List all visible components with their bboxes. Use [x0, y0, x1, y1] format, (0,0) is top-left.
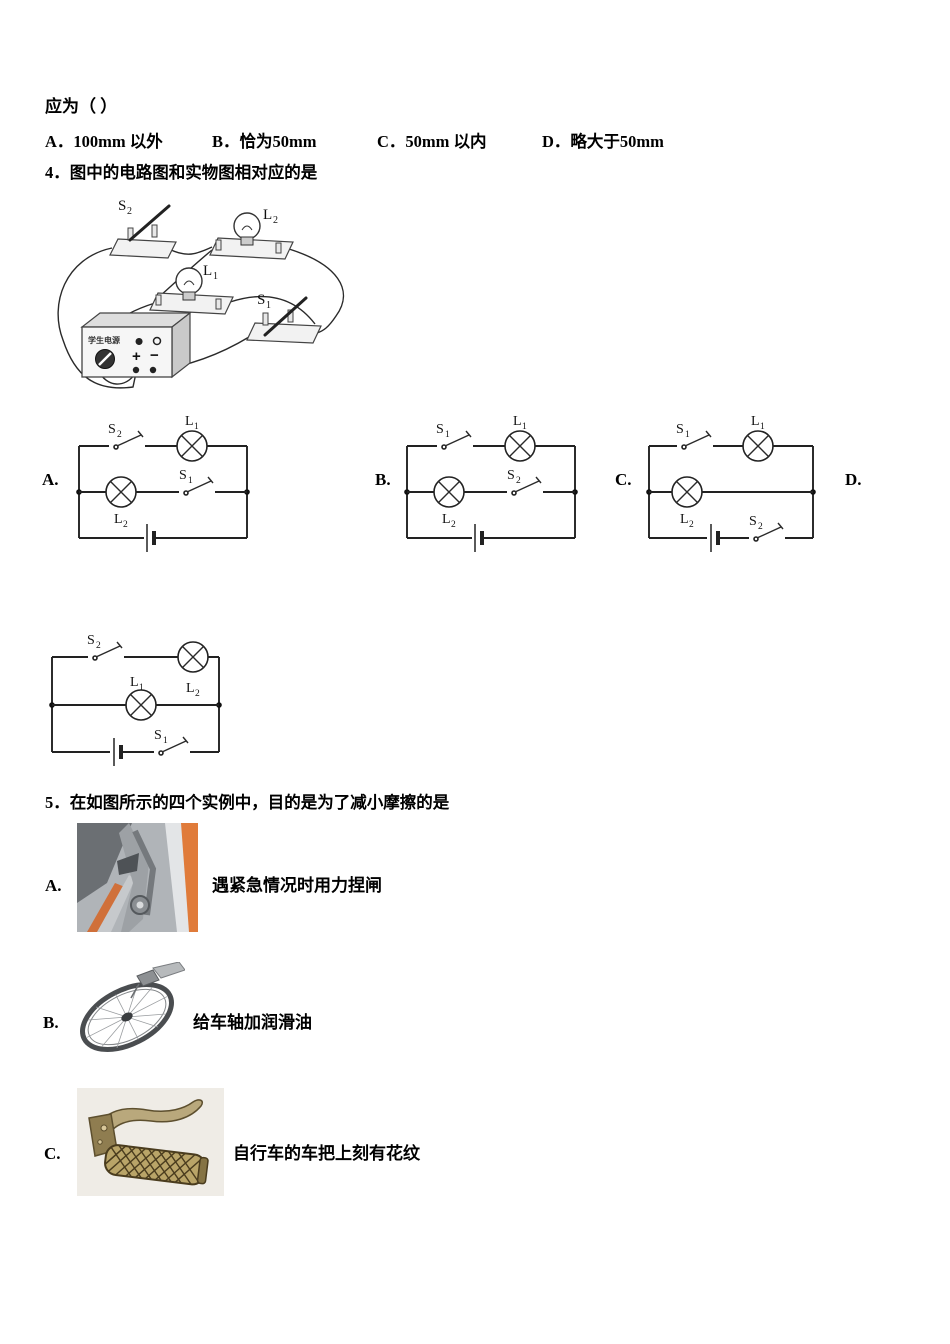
knife-switch-s1: S 1 — [246, 292, 322, 344]
a-top-lamp-sub: 1 — [194, 422, 199, 432]
b-top-lamp-sub: 1 — [522, 422, 527, 432]
circuit-diagram-d: S 2 L 2 L 1 S 1 — [49, 633, 222, 766]
q3-option-c: C．50mm 以内 — [377, 132, 487, 151]
a-mid-lamp-sub: 2 — [123, 520, 128, 530]
ac-icon — [152, 336, 162, 346]
d-bottom-switch-sub: 1 — [163, 736, 168, 746]
d-mid-lamp-sub: 1 — [139, 683, 144, 693]
q4-option-key-a: A. — [42, 470, 59, 489]
s1-label-sub: 1 — [266, 300, 271, 311]
question-lead-text: 应为（ ） — [45, 97, 118, 116]
l1-label-sub: 1 — [213, 271, 218, 282]
q4-option-key-b: B. — [375, 470, 391, 489]
d-top-lamp-main: L — [186, 681, 195, 696]
q3-option-d: D．略大于50mm — [542, 132, 664, 151]
terminal-post — [149, 366, 157, 374]
q4-option-key-c: C. — [615, 470, 632, 489]
s2-label-sub: 2 — [127, 206, 132, 217]
l2-label-main: L — [263, 207, 272, 223]
q5-option-key-b: B. — [43, 1013, 59, 1032]
minus-terminal-label: − — [150, 347, 159, 364]
q5-option-key-a: A. — [45, 876, 62, 895]
q5-title: 5．在如图所示的四个实例中，目的是为了减小摩擦的是 — [45, 793, 450, 812]
a-top-lamp-main: L — [185, 414, 194, 429]
b-mid-lamp-main: L — [442, 512, 451, 527]
student-power-supply: 学生电源 + − — [80, 311, 192, 379]
c-top-switch-sub: 1 — [685, 430, 690, 440]
b-top-switch-sub: 1 — [445, 430, 450, 440]
b-mid-switch-main: S — [507, 468, 515, 483]
bicycle-brake-photo — [77, 823, 198, 932]
lamp-l2: L 2 — [209, 207, 294, 260]
c-top-switch-main: S — [676, 422, 684, 437]
q5-option-key-c: C. — [44, 1144, 61, 1163]
d-top-lamp-sub: 2 — [195, 689, 200, 699]
q5-caption-c: 自行车的车把上刻有花纹 — [233, 1144, 420, 1163]
circuit-diagram-b: S 1 L 1 L 2 S 2 — [404, 414, 578, 552]
d-bottom-switch-main: S — [154, 728, 162, 743]
wire — [57, 247, 137, 389]
circuit-diagram-c: S 1 L 1 L 2 S 2 — [646, 414, 816, 552]
wheel-oiling-photo — [80, 962, 185, 1052]
a-top-switch-sub: 2 — [117, 430, 122, 440]
c-mid-lamp-sub: 2 — [689, 520, 694, 530]
c-mid-lamp-main: L — [680, 512, 689, 527]
q5-caption-b: 给车轴加润滑油 — [193, 1013, 312, 1032]
s1-label-main: S — [257, 292, 265, 308]
brake-lever — [94, 1099, 204, 1140]
power-supply-label: 学生电源 — [88, 335, 120, 345]
q3-option-b: B．恰为50mm — [212, 132, 317, 151]
d-top-switch-main: S — [87, 633, 95, 648]
oil-can-and-hand — [130, 962, 185, 999]
l1-label-main: L — [203, 263, 212, 279]
circuit-diagram-a: S 2 L 1 L 2 S 1 — [76, 414, 250, 552]
lamp-l1: L 1 — [149, 263, 234, 315]
q5-caption-a: 遇紧急情况时用力捏闸 — [212, 876, 382, 895]
q3-option-a: A．100mm 以外 — [45, 132, 163, 151]
q4-option-key-d: D. — [845, 470, 862, 489]
b-top-lamp-main: L — [513, 414, 522, 429]
wire — [288, 248, 345, 334]
dc-icon — [135, 338, 143, 345]
b-top-switch-main: S — [436, 422, 444, 437]
a-top-switch-main: S — [108, 422, 116, 437]
c-bottom-switch-main: S — [749, 514, 757, 529]
a-mid-lamp-main: L — [114, 512, 123, 527]
wire — [229, 295, 316, 325]
s2-label-main: S — [118, 198, 126, 214]
handlebar-grip-photo — [77, 1088, 224, 1196]
a-mid-switch-main: S — [179, 468, 187, 483]
b-mid-lamp-sub: 2 — [451, 520, 456, 530]
b-mid-switch-sub: 2 — [516, 476, 521, 486]
c-top-lamp-main: L — [751, 414, 760, 429]
c-bottom-switch-sub: 2 — [758, 522, 763, 532]
c-top-lamp-sub: 1 — [760, 422, 765, 432]
wire — [168, 246, 213, 255]
knurled-grip — [103, 1143, 209, 1186]
d-top-switch-sub: 2 — [96, 641, 101, 651]
a-mid-switch-sub: 1 — [188, 476, 193, 486]
l2-label-sub: 2 — [273, 215, 278, 226]
q4-real-circuit-figure: 学生电源 + − S 2 L 2 — [57, 198, 345, 389]
q4-title: 4．图中的电路图和实物图相对应的是 — [45, 163, 318, 182]
plus-terminal-label: + — [132, 348, 141, 365]
knife-switch-s2: S 2 — [109, 198, 177, 259]
terminal-post — [132, 366, 140, 374]
d-mid-lamp-main: L — [130, 675, 139, 690]
wheel — [80, 982, 174, 1052]
